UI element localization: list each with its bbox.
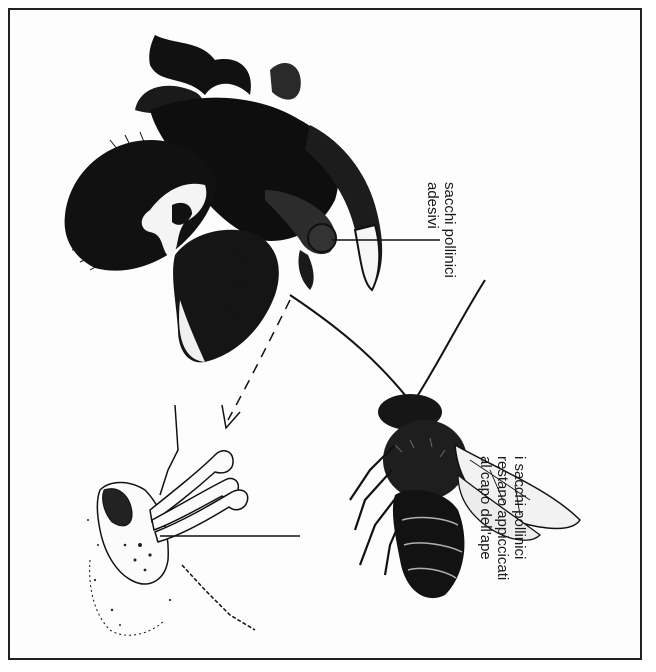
label-pollen-sacs-stick-to-bee: i sacchi pollinici restano appiccicati a… [477,456,528,580]
label-line: sacchi pollinici [441,182,458,278]
orchid-flower-drawing [65,35,383,362]
bee-head-detail-drawing [87,405,255,635]
label-line: i sacchi pollinici [511,456,528,580]
label-line: restano appiccicati [494,456,511,580]
label-line: adesivi [424,182,441,278]
bee-drawing [290,280,580,598]
label-line: al capo dell'ape [477,456,494,580]
label-adhesive-pollen-sacs: sacchi pollinici adesivi [424,182,458,278]
